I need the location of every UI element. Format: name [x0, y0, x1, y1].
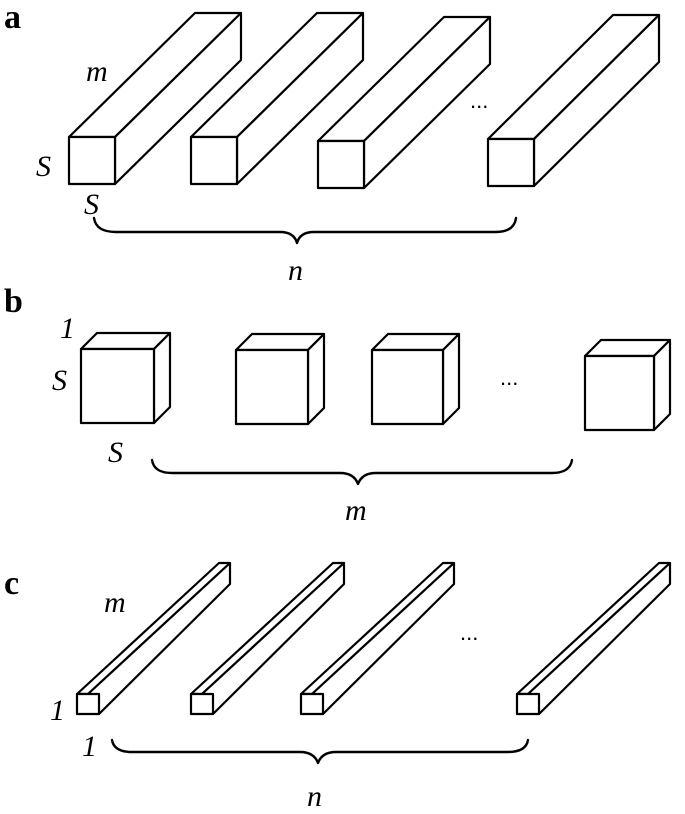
panel-b-depth-label: 1: [60, 312, 75, 345]
panel-c-length-label: m: [104, 586, 126, 619]
panel-b-ellipsis: ...: [500, 365, 518, 390]
panel-a-prism-3: [316, 15, 492, 190]
panel-c-rod-3: [299, 561, 456, 716]
panel-b-cube-2: [234, 332, 326, 426]
panel-a-height-label: S: [36, 150, 51, 183]
panel-c-brace: [110, 738, 530, 765]
panel-a-prism-2: [189, 11, 365, 186]
panel-a-ellipsis: ...: [470, 88, 488, 113]
panel-c-count-label: n: [307, 780, 322, 813]
panel-a-brace: [92, 216, 518, 245]
panel-a-prism-1: [67, 11, 243, 186]
panel-c-width-label: 1: [82, 730, 97, 763]
panel-b-count-label: m: [345, 494, 367, 527]
panel-a-prism-4: [486, 13, 661, 188]
panel-b-height-label: S: [52, 364, 67, 397]
panel-b-cube-1: [79, 331, 172, 425]
panel-a-width-label: S: [84, 188, 99, 221]
panel-a: a m S S ... n: [4, 0, 661, 287]
panel-b: b 1 S S ... m: [4, 283, 672, 527]
panel-b-cube-4: [583, 338, 672, 432]
panel-a-count-label: n: [288, 254, 303, 287]
panel-c: c m 1 1 ... n: [4, 561, 672, 813]
panel-a-length-label: m: [86, 55, 108, 88]
panel-b-letter: b: [4, 283, 23, 320]
panel-c-rod-2: [189, 561, 346, 716]
panel-b-brace: [150, 458, 574, 486]
panel-c-rod-1: [75, 561, 232, 716]
panel-c-height-label: 1: [50, 694, 65, 727]
panel-a-letter: a: [4, 0, 21, 36]
panel-c-letter: c: [4, 565, 19, 602]
panel-c-rod-4: [515, 561, 672, 716]
panel-c-ellipsis: ...: [460, 620, 478, 645]
panel-b-width-label: S: [108, 436, 123, 469]
panel-b-cube-3: [370, 332, 461, 426]
